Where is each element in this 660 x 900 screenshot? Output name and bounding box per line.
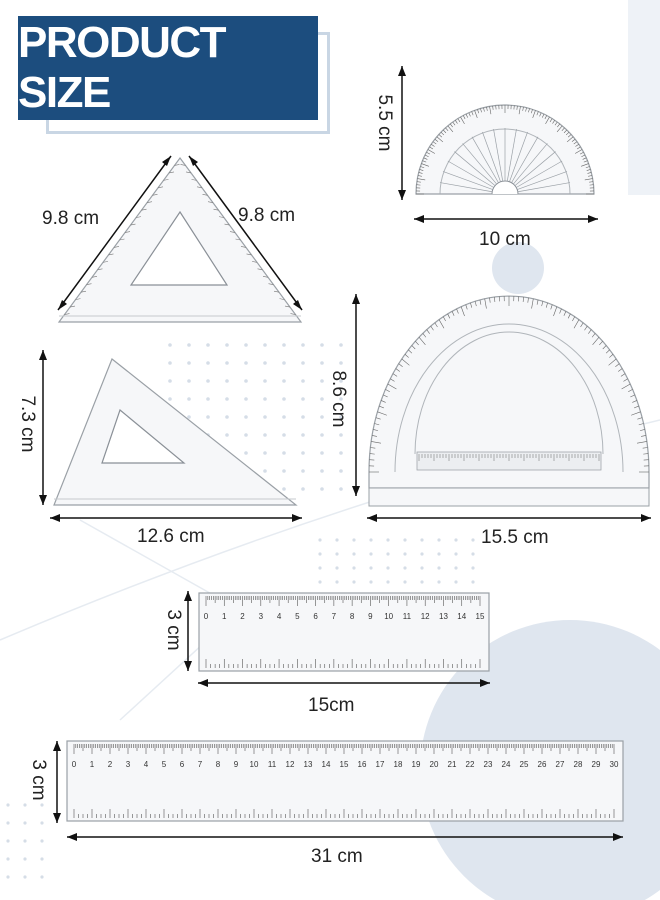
svg-text:20: 20	[430, 760, 439, 769]
svg-text:10: 10	[384, 612, 393, 621]
svg-text:15: 15	[476, 612, 485, 621]
svg-text:12: 12	[421, 612, 430, 621]
svg-text:3: 3	[126, 760, 131, 769]
triangle-45-left-dimension: 9.8 cm	[42, 208, 100, 229]
title-banner	[18, 16, 318, 120]
small-protractor-image	[415, 104, 595, 195]
svg-text:2: 2	[240, 612, 245, 621]
svg-text:12: 12	[286, 760, 295, 769]
svg-text:23: 23	[484, 760, 493, 769]
svg-text:14: 14	[322, 760, 331, 769]
svg-text:25: 25	[520, 760, 529, 769]
svg-text:4: 4	[277, 612, 282, 621]
svg-text:9: 9	[368, 612, 373, 621]
ruler-30cm-width-dimension: 31 cm	[311, 846, 363, 867]
svg-text:21: 21	[448, 760, 457, 769]
svg-text:11: 11	[268, 760, 277, 769]
svg-text:3: 3	[259, 612, 264, 621]
svg-text:29: 29	[592, 760, 601, 769]
svg-text:6: 6	[313, 612, 318, 621]
small-protractor-dimension-lines	[398, 66, 598, 223]
set-square-45-dimension-lines	[57, 155, 303, 311]
triangle-30-60-base-dimension: 12.6 cm	[137, 526, 205, 547]
set-square-30-60-dimension-lines	[39, 350, 302, 522]
svg-text:9: 9	[234, 760, 239, 769]
svg-text:1: 1	[222, 612, 227, 621]
svg-text:16: 16	[358, 760, 367, 769]
svg-text:24: 24	[502, 760, 511, 769]
svg-text:5: 5	[162, 760, 167, 769]
svg-text:15: 15	[340, 760, 349, 769]
svg-text:26: 26	[538, 760, 547, 769]
svg-text:14: 14	[457, 612, 466, 621]
svg-text:28: 28	[574, 760, 583, 769]
svg-text:13: 13	[439, 612, 448, 621]
ruler-30cm-height-dimension: 3 cm	[28, 759, 49, 801]
svg-text:4: 4	[144, 760, 149, 769]
small-protractor-width-dimension: 10 cm	[479, 229, 531, 250]
svg-text:1: 1	[90, 760, 95, 769]
svg-text:8: 8	[216, 760, 221, 769]
ruler-30cm-dimension-lines	[53, 741, 623, 841]
set-square-30-60-image	[53, 358, 298, 506]
page-title: PRODUCT SIZE	[18, 18, 227, 117]
svg-text:13: 13	[304, 760, 313, 769]
set-square-45-image	[57, 156, 303, 323]
svg-text:7: 7	[332, 612, 337, 621]
large-protractor-height-dimension: 8.6 cm	[328, 370, 349, 428]
svg-text:0: 0	[72, 760, 77, 769]
svg-text:6: 6	[180, 760, 185, 769]
svg-text:8: 8	[350, 612, 355, 621]
triangle-45-right-dimension: 9.8 cm	[238, 205, 296, 226]
svg-text:0: 0	[204, 612, 209, 621]
ruler-15cm-width-dimension: 15cm	[308, 695, 355, 716]
svg-text:17: 17	[376, 760, 385, 769]
large-protractor-dimension-lines	[352, 294, 651, 522]
svg-text:19: 19	[412, 760, 421, 769]
large-protractor-width-dimension: 15.5 cm	[481, 527, 549, 548]
svg-text:30: 30	[610, 760, 619, 769]
ruler-15cm-height-dimension: 3 cm	[163, 609, 184, 651]
svg-text:7: 7	[198, 760, 203, 769]
svg-text:27: 27	[556, 760, 565, 769]
triangle-30-60-height-dimension: 7.3 cm	[17, 395, 38, 453]
ruler-15cm-dimension-lines	[184, 591, 490, 687]
svg-text:5: 5	[295, 612, 300, 621]
large-protractor-image	[368, 295, 650, 507]
small-protractor-height-dimension: 5.5 cm	[374, 94, 395, 152]
svg-text:22: 22	[466, 760, 475, 769]
svg-text:11: 11	[403, 612, 412, 621]
svg-text:18: 18	[394, 760, 403, 769]
svg-text:10: 10	[250, 760, 259, 769]
svg-text:2: 2	[108, 760, 113, 769]
